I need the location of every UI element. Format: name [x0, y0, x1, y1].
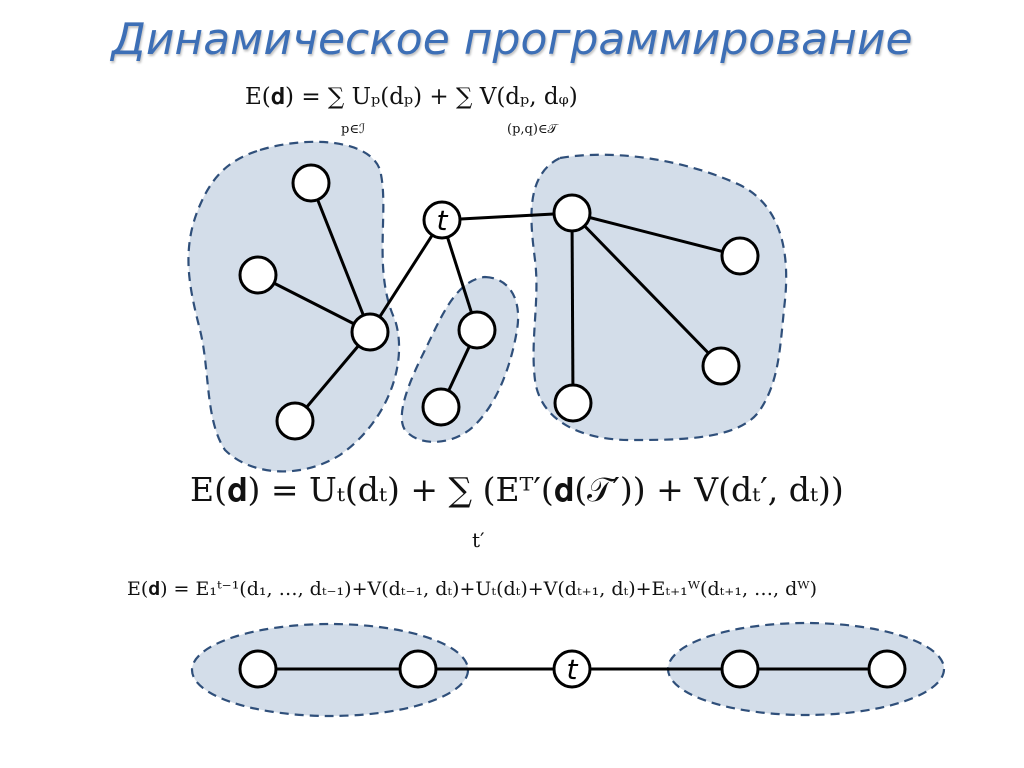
chain-node — [398, 649, 438, 689]
tree-node — [457, 310, 497, 350]
tree-node — [701, 346, 741, 386]
chain-center-label: t — [567, 653, 579, 686]
chain-energy-formula: E(𝐝) = E₁ᵗ⁻¹(d₁, …, dₜ₋₁)+V(dₜ₋₁, dₜ)+Uₜ… — [127, 578, 817, 600]
slide-title: Динамическое программирование — [111, 14, 913, 65]
formula-main: E(𝐝) = ∑ Uₚ(dₚ) + ∑ V(dₚ, dᵩ) — [245, 84, 578, 110]
chain-node — [867, 649, 907, 689]
tree-edge — [571, 211, 741, 258]
tree-node — [238, 255, 278, 295]
tree-edge — [368, 219, 444, 333]
middle-subtree-region — [400, 275, 520, 443]
sum-subscript-pairwise: (p,q)∈𝒯 — [507, 122, 558, 137]
tree-node — [421, 387, 461, 427]
chain-node — [720, 649, 760, 689]
sum-subscript: t′ — [472, 528, 485, 552]
tree-node — [275, 401, 315, 441]
tree-center-label: t — [437, 204, 449, 237]
tree-energy-formula: E(𝐝) = ∑ Uₚ(dₚ) + ∑ V(dₚ, dᵩ) p∈ℐ (p,q)∈… — [245, 84, 578, 137]
tree-center-node — [422, 200, 462, 240]
subtree-recursion-formula: E(𝐝) = Uₜ(dₜ) + ∑ (Eᵀ′(𝐝(𝒯′)) + V(dₜ′, d… — [190, 470, 844, 552]
chain-node — [238, 649, 278, 689]
tree-node — [552, 193, 592, 233]
formula-main: E(𝐝) = Uₜ(dₜ) + ∑ (Eᵀ′(𝐝(𝒯′)) + V(dₜ′, d… — [190, 470, 844, 509]
tree-node — [350, 312, 390, 352]
tree-node — [720, 236, 760, 276]
tree-edge — [441, 211, 573, 222]
tree-edge — [257, 273, 371, 334]
formula-main: E(𝐝) = E₁ᵗ⁻¹(d₁, …, dₜ₋₁)+V(dₜ₋₁, dₜ)+Uₜ… — [127, 578, 817, 600]
left-subtree-region — [187, 140, 401, 473]
tree-edge — [570, 212, 575, 404]
tree-node — [553, 383, 593, 423]
tree-edge — [570, 211, 723, 368]
tree-node — [291, 163, 331, 203]
tree-edge — [309, 182, 372, 333]
sum-subscript-unary: p∈ℐ — [341, 122, 366, 137]
chain-center-node — [552, 649, 592, 689]
